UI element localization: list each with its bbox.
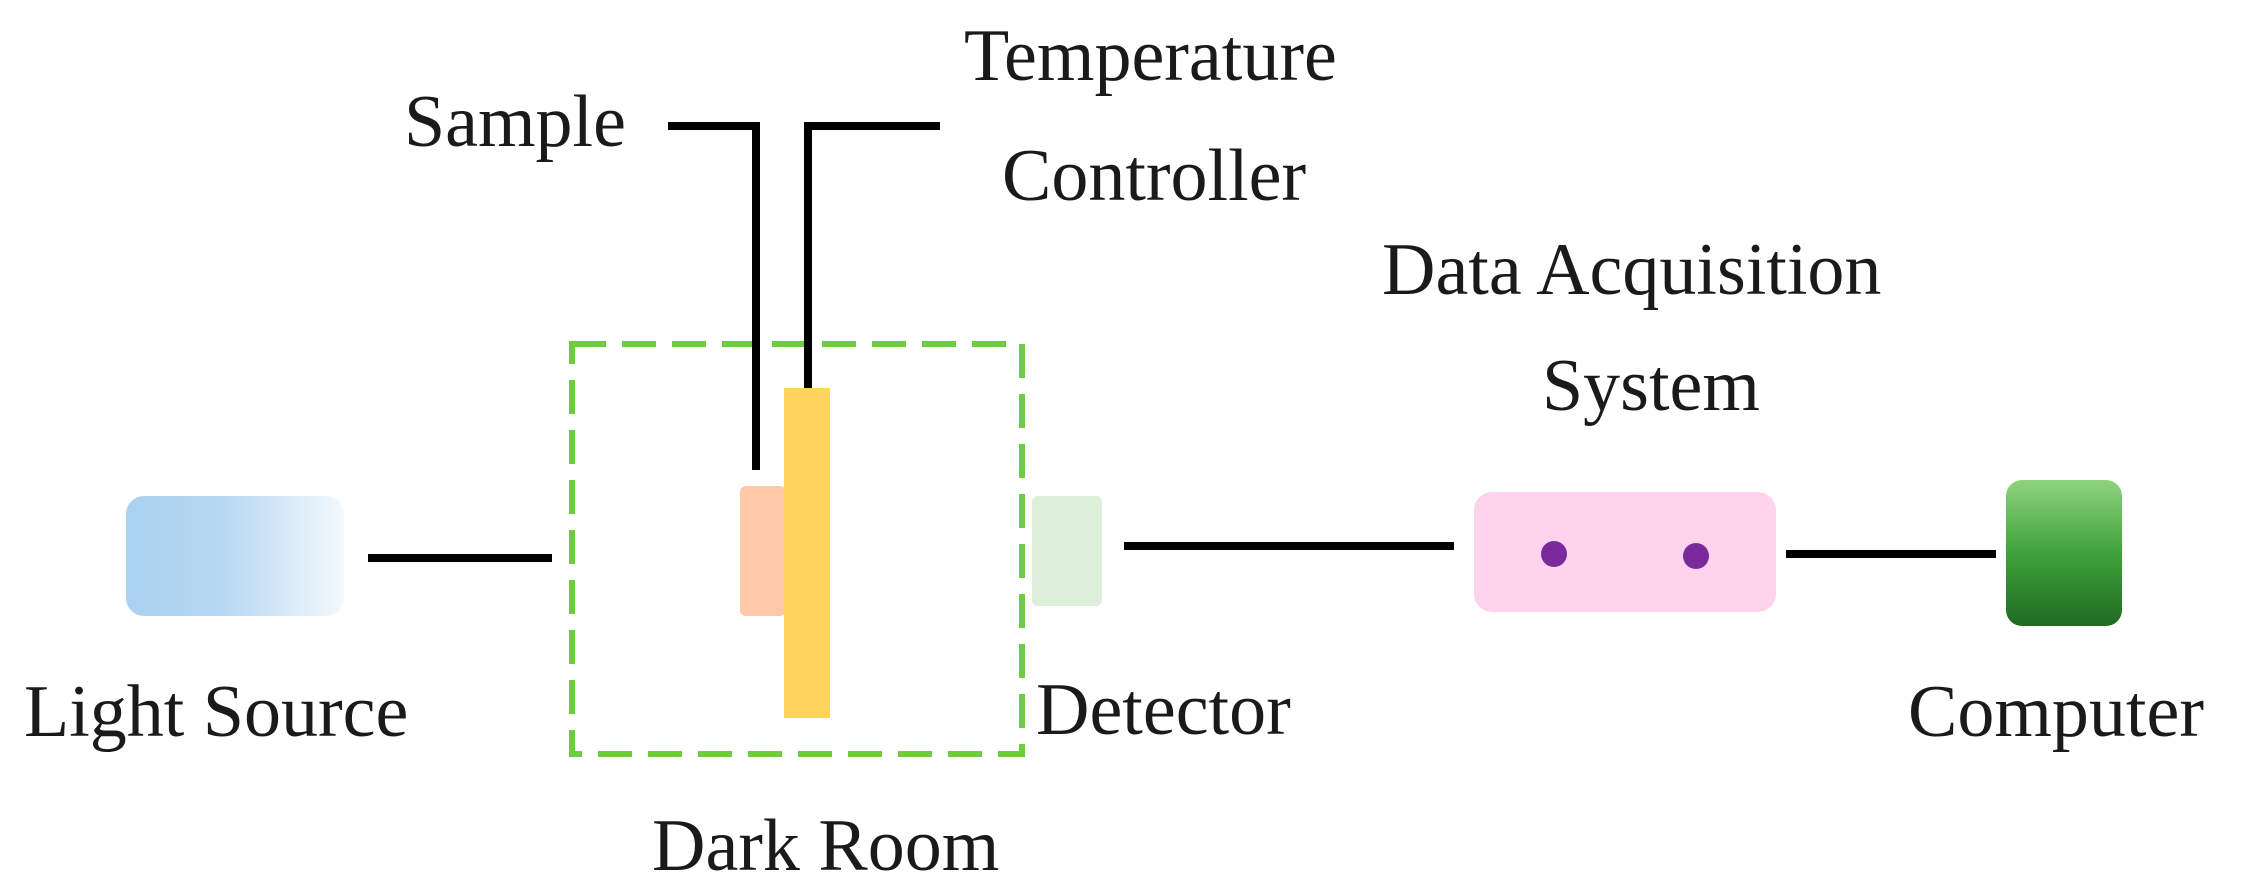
light-source-label: Light Source bbox=[24, 671, 408, 753]
temperature-controller-leader-line bbox=[804, 122, 940, 388]
computer-block bbox=[2006, 480, 2122, 626]
sample-block bbox=[740, 486, 786, 616]
temperature-controller-label-line1: Temperature bbox=[964, 15, 1337, 97]
temperature-controller-bar bbox=[784, 388, 830, 718]
data-acquisition-label-line1: Data Acquisition bbox=[1382, 229, 1881, 311]
data-acquisition-box bbox=[1474, 492, 1776, 612]
light-source-block bbox=[126, 496, 344, 616]
sample-leader-line bbox=[668, 122, 760, 470]
sample-label: Sample bbox=[404, 81, 626, 163]
dark-room-enclosure bbox=[569, 341, 1025, 757]
temperature-controller-label-line2: Controller bbox=[1002, 135, 1306, 217]
detector-label: Detector bbox=[1036, 669, 1291, 751]
dark-room-label: Dark Room bbox=[652, 805, 999, 887]
computer-label: Computer bbox=[1908, 671, 2204, 753]
data-acquisition-dot-right bbox=[1683, 543, 1709, 569]
data-acquisition-dot-left bbox=[1541, 541, 1567, 567]
detector-block bbox=[1032, 496, 1102, 606]
data-acquisition-label-line2: System bbox=[1542, 345, 1760, 427]
